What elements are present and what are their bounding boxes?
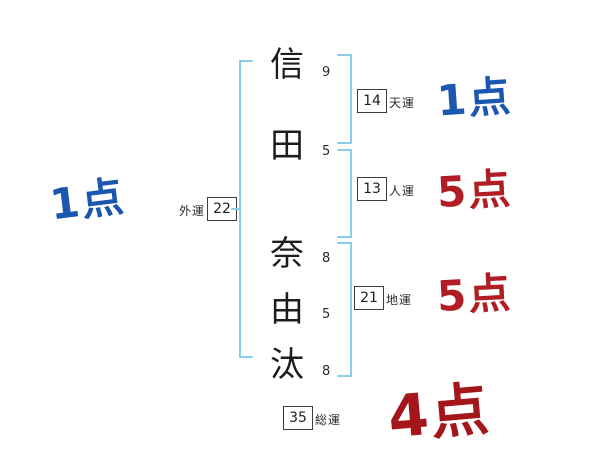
heaven-luck-value-box: 14 [357,89,387,113]
person-bracket-top-tick [337,149,352,151]
total-luck-label: 総運 [315,413,342,427]
name-char-3: 奈 [270,234,304,274]
total-luck-value-box: 35 [283,406,313,430]
outer-bracket-connector [231,208,240,210]
earth-bracket-line [350,242,352,377]
name-char-4: 由 [270,290,304,330]
heaven-luck-score: 1点 [435,71,514,126]
stroke-count-3: 8 [322,251,331,266]
stroke-count-1: 9 [322,65,331,80]
name-char-2: 田 [270,126,304,166]
person-bracket-bottom-tick [337,236,352,238]
total-luck-score: 4点 [385,374,494,452]
earth-luck-score: 5点 [435,268,514,321]
earth-luck-label: 地運 [386,293,413,307]
earth-bracket-top-tick [337,242,352,244]
stroke-count-2: 5 [322,144,331,159]
name-char-1: 信 [270,45,304,85]
earth-bracket-bottom-tick [337,375,352,377]
stroke-count-4: 5 [322,307,331,322]
person-luck-value-box: 13 [357,177,387,201]
person-bracket-line [350,149,352,238]
heaven-bracket-bottom-tick [337,142,352,144]
outer-bracket-line [239,60,241,358]
earth-luck-value-box: 21 [354,286,384,310]
heaven-bracket-top-tick [337,54,352,56]
person-luck-label: 人運 [389,184,416,198]
person-luck-score: 5点 [435,164,514,217]
outer-luck-label: 外運 [179,204,206,218]
stroke-count-5: 8 [322,364,331,379]
outer-bracket-bottom-tick [239,356,253,358]
outer-luck-score: 1点 [47,171,128,230]
heaven-bracket-line [350,54,352,144]
outer-bracket-top-tick [239,60,253,62]
heaven-luck-label: 天運 [389,96,416,110]
name-char-5: 汰 [270,345,304,385]
